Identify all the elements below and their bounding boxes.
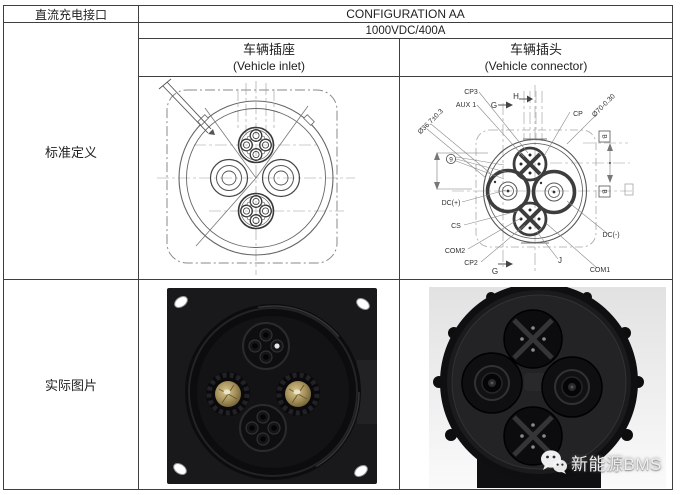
photo-dc-minus-recess (541, 356, 603, 418)
column-header-vehicle-connector: 车辆插头 (Vehicle connector) (400, 39, 672, 77)
datum-box-b-top: B (598, 130, 611, 143)
label-j: J (558, 256, 562, 265)
label-dc-minus: DC(-) (602, 232, 619, 239)
vehicle-connector-cn: 车辆插头 (509, 41, 562, 57)
photo-bottom-signal-cluster (239, 404, 287, 452)
mounting-holes (173, 295, 370, 478)
vehicle-connector-photo (429, 283, 666, 488)
label-com1: COM1 (590, 267, 610, 274)
section-lines (195, 105, 309, 247)
vehicle-inlet-standard-drawing (157, 78, 355, 275)
label-aux1: AUX 1 (456, 102, 476, 109)
inlet-side-housing (357, 360, 377, 424)
inlet-housing-outline (166, 89, 338, 264)
leader-arrow (158, 78, 215, 135)
header-rating: 1000VDC/400A (139, 23, 672, 39)
label-dc-plus: DC(+) (442, 200, 461, 207)
label-g-top: G (491, 101, 497, 110)
configuration-text: CONFIGURATION AA (346, 7, 465, 21)
svg-text:B: B (600, 134, 607, 138)
label-cp: CP (573, 111, 583, 118)
label-dia36: Ø36.7±0.3 (417, 108, 445, 136)
label-cs: CS (451, 223, 461, 230)
vehicle-inlet-en: (Vehicle inlet) (232, 59, 306, 74)
actual-picture-text: 实际图片 (44, 378, 97, 393)
label-g-bottom: G (492, 267, 498, 276)
leader-lines (426, 91, 609, 269)
datum-box-partial (624, 183, 634, 196)
section-arrows (498, 95, 533, 268)
svg-text:B: B (600, 189, 607, 193)
connector-housing-outline (475, 129, 597, 248)
label-cp2: CP2 (464, 260, 478, 267)
datum-box-b-bottom: B (598, 185, 611, 198)
cell-inlet-drawing (139, 77, 400, 280)
inlet-dc-minus-pin (261, 158, 301, 198)
photo-bottom-x-recess (504, 407, 562, 465)
vehicle-inlet-cn: 车辆插座 (242, 41, 295, 57)
label-dia70: Ø70-0.30 (591, 93, 617, 119)
header-configuration: CONFIGURATION AA (139, 6, 672, 23)
column-header-vehicle-inlet: 车辆插座 (Vehicle inlet) (139, 39, 400, 77)
vehicle-connector-en: (Vehicle connector) (484, 59, 588, 74)
shiny-pin (274, 343, 280, 349)
vehicle-connector-standard-drawing: B B 9 CP3 AUX 1 G H CP Ø70-0.30 Ø36.7±0.… (417, 85, 634, 276)
inlet-face-inner-circle (186, 108, 326, 248)
key-notch-right (303, 114, 315, 126)
rating-text: 1000VDC/400A (365, 24, 446, 37)
photo-top-signal-cluster (242, 322, 290, 370)
connector-dc-minus-socket (531, 169, 577, 215)
header-interface-label: 直流充电接口 (4, 6, 139, 23)
dimension-lines (434, 143, 613, 190)
construction-lines (452, 85, 632, 273)
label-h: H (513, 92, 519, 101)
datum-9: 9 (446, 154, 457, 165)
row-label-standard-definition: 标准定义 (4, 23, 139, 280)
inlet-dc-plus-pin (209, 158, 249, 198)
photo-dc-plus-contact (206, 372, 250, 416)
photo-top-x-recess (504, 310, 562, 368)
photo-dc-minus-contact (276, 372, 320, 416)
interface-label-text: 直流充电接口 (34, 7, 107, 22)
spec-table: 直流充电接口 CONFIGURATION AA 标准定义 1000VDC/400… (3, 5, 673, 490)
pin-labels: CP3 AUX 1 G H CP Ø70-0.30 Ø36.7±0.3 DC(+… (417, 89, 620, 276)
row-label-actual-picture: 实际图片 (4, 280, 139, 489)
standard-definition-text: 标准定义 (44, 144, 97, 160)
label-com2: COM2 (445, 248, 465, 255)
vehicle-inlet-photo (167, 288, 377, 484)
svg-text:9: 9 (449, 157, 453, 164)
photo-dc-plus-recess (461, 352, 523, 414)
cell-connector-drawing: B B 9 CP3 AUX 1 G H CP Ø70-0.30 Ø36.7±0.… (400, 77, 672, 280)
label-cp3: CP3 (464, 89, 478, 96)
cell-connector-photo: 新能源BMS (400, 280, 672, 489)
cell-inlet-photo (139, 280, 400, 489)
inlet-face-outer-circle (178, 100, 334, 256)
